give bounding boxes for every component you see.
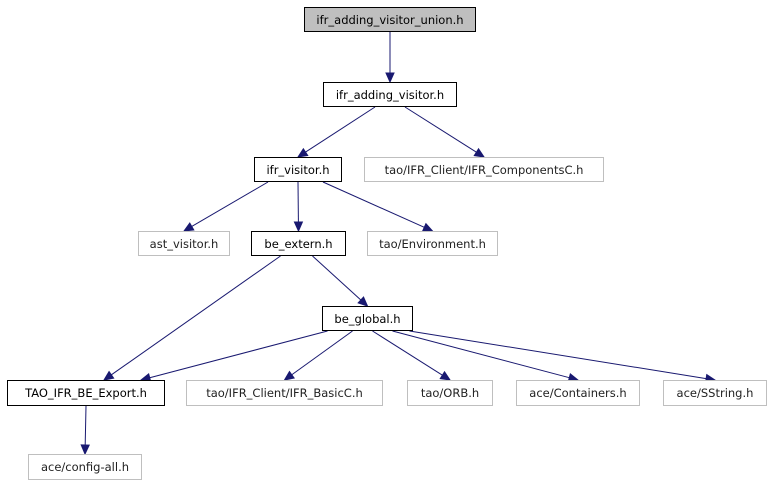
node-visitor[interactable]: ifr_visitor.h: [254, 157, 342, 182]
edge-export-to-config: [84, 405, 87, 446]
edge-be_global-to-containers: [392, 330, 570, 379]
arrowhead-be_global-to-orb: [439, 370, 452, 381]
node-config: ace/config-all.h: [28, 454, 142, 480]
node-sstring: ace/SString.h: [663, 380, 767, 406]
node-root[interactable]: ifr_adding_visitor_union.h: [304, 7, 476, 32]
edge-be_extern-to-export: [111, 255, 281, 376]
node-basic: tao/IFR_Client/IFR_BasicC.h: [186, 380, 383, 406]
edge-be_global-to-export: [149, 330, 328, 379]
arrowhead-root-to-adding_visitor: [385, 72, 395, 84]
arrowhead-be_extern-to-export: [102, 370, 115, 381]
arrowhead-be_extern-to-be_global: [357, 296, 369, 307]
edge-adding_visitor-to-visitor: [305, 106, 376, 153]
node-be-global[interactable]: be_global.h: [322, 306, 413, 331]
edge-be_extern-to-be_global: [312, 255, 362, 301]
edge-be_global-to-basic: [291, 330, 353, 376]
arrowhead-adding_visitor-to-components: [473, 147, 486, 158]
edge-visitor-to-ast_visitor: [191, 181, 269, 227]
node-ast-visitor: ast_visitor.h: [138, 231, 230, 256]
node-adding-visitor[interactable]: ifr_adding_visitor.h: [323, 82, 457, 107]
arrowhead-be_global-to-basic: [283, 370, 295, 381]
arrowhead-visitor-to-be_extern: [293, 221, 304, 233]
node-environment: tao/Environment.h: [367, 231, 498, 256]
node-orb: tao/ORB.h: [407, 380, 493, 406]
edge-be_global-to-orb: [372, 330, 443, 376]
node-containers: ace/Containers.h: [516, 380, 640, 406]
node-components: tao/IFR_Client/IFR_ComponentsC.h: [364, 157, 604, 182]
edge-adding_visitor-to-components: [404, 106, 477, 153]
arrowhead-visitor-to-ast_visitor: [182, 222, 195, 232]
node-be-extern[interactable]: be_extern.h: [251, 231, 346, 256]
arrowhead-adding_visitor-to-visitor: [296, 147, 309, 158]
edge-be_global-to-sstring: [409, 330, 707, 380]
arrowhead-visitor-to-environment: [421, 222, 434, 232]
edge-visitor-to-environment: [322, 181, 425, 228]
arrowhead-export-to-config: [80, 444, 90, 456]
node-export[interactable]: TAO_IFR_BE_Export.h: [7, 380, 165, 406]
